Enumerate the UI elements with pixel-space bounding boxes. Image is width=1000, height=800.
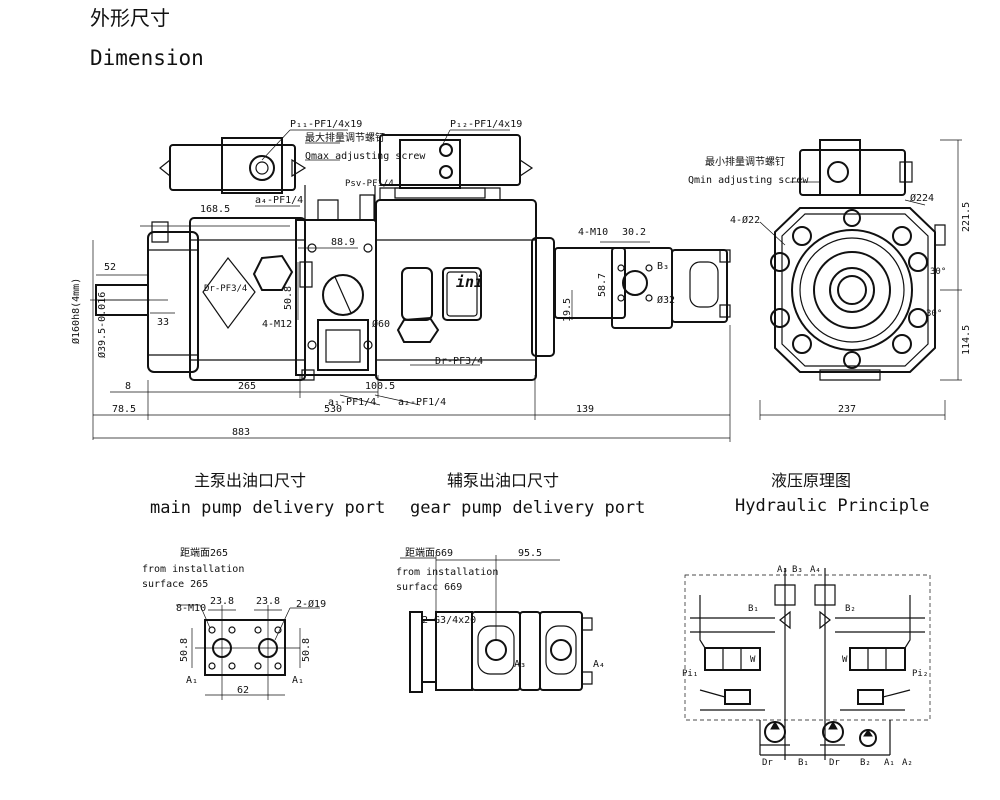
main-view-dimensions xyxy=(90,130,730,442)
gear-port-title-en: gear pump delivery port xyxy=(410,498,646,518)
hyd-label-a4: A₄ xyxy=(810,565,821,575)
hyd-label-dr2: Dr xyxy=(829,758,840,768)
main-port-dist-cn: 距端面265 xyxy=(180,548,229,559)
main-port-a2: A₁ xyxy=(292,675,305,686)
qmin-label-en: Qmin adjusting screw xyxy=(688,175,809,186)
hydraulic-title-cn: 液压原理图 xyxy=(771,471,852,490)
page-title-en: Dimension xyxy=(90,46,204,70)
hydraulic-schematic xyxy=(685,568,930,760)
hyd-label-pi2: Pi₂ xyxy=(912,669,929,679)
gear-port-from1: from installation xyxy=(396,567,499,578)
side-view xyxy=(771,140,945,380)
page-title-cn: 外形尺寸 xyxy=(90,6,170,30)
qmax-label-cn: 最大排量调节螺钉 xyxy=(305,133,385,144)
main-port-from2: surface 265 xyxy=(142,579,209,590)
port-label-psv: Psv-PF1/4 xyxy=(345,179,394,189)
dim-530: 530 xyxy=(324,404,343,415)
side-dim-221: 221.5 xyxy=(961,201,972,232)
port-label-m10: 4-M10 xyxy=(578,227,609,238)
main-port-d62: 62 xyxy=(237,685,250,696)
hyd-label-dr1: Dr xyxy=(762,758,773,768)
hyd-label-b2: B₂ xyxy=(845,604,856,614)
dim-883: 883 xyxy=(232,427,251,438)
hyd-label-b3: B₃ xyxy=(792,565,803,575)
port-label-m12: 4-M12 xyxy=(262,319,293,330)
main-port-title-en: main pump delivery port xyxy=(150,498,386,518)
side-view-dimensions xyxy=(760,140,962,420)
dim-19: 19.5 xyxy=(562,297,573,322)
gear-port-drawing xyxy=(400,555,592,692)
dim-168: 168.5 xyxy=(200,204,231,215)
port-label-phi60: Ø60 xyxy=(372,319,391,330)
dim-50: 50.8 xyxy=(283,285,294,310)
port-label-b3: B₃ xyxy=(657,261,670,272)
side-holes: 4-Ø22 xyxy=(730,215,761,226)
hyd-label-a3: A₃ xyxy=(777,565,788,575)
gear-port-g: 2-G3/4x20 xyxy=(422,615,477,626)
gear-port-title-cn: 辅泵出油口尺寸 xyxy=(447,471,560,490)
hyd-label-b1b: B₁ xyxy=(798,758,809,768)
main-port-a1: A₁ xyxy=(186,675,199,686)
port-label-a1: a₁-PF1/4 xyxy=(328,397,377,408)
gear-port-from2: surfacc 669 xyxy=(396,582,463,593)
hyd-label-a2: A₂ xyxy=(902,758,913,768)
dim-8: 8 xyxy=(125,381,132,392)
dim-139: 139 xyxy=(576,404,595,415)
hyd-label-b2b: B₂ xyxy=(860,758,871,768)
qmin-label-cn: 最小排量调节螺钉 xyxy=(705,157,785,168)
dim-100: 100.5 xyxy=(365,381,396,392)
main-pump-front-view xyxy=(96,135,730,380)
side-phi224: Ø224 xyxy=(910,193,935,204)
port-label-a4: a₄-PF1/4 xyxy=(255,195,304,206)
port-label-p11: P₁₁-PF1/4x19 xyxy=(290,119,363,130)
main-port-d23b: 23.8 xyxy=(256,596,281,607)
side-dim-237: 237 xyxy=(838,404,857,415)
hyd-label-w2: W xyxy=(842,655,848,665)
main-port-d50b: 50.8 xyxy=(301,637,312,662)
main-port-d50a: 50.8 xyxy=(179,637,190,662)
side-angle-a: 30° xyxy=(930,267,947,277)
hyd-label-w1: W xyxy=(750,655,756,665)
hyd-label-b1: B₁ xyxy=(748,604,759,614)
gear-port-a4: A₄ xyxy=(593,659,606,670)
main-port-from1: from installation xyxy=(142,564,245,575)
brand-logo: ini xyxy=(456,273,484,291)
hydraulic-title-en: Hydraulic Principle xyxy=(735,496,930,516)
side-angle-b: 30° xyxy=(926,309,943,319)
gear-port-dist-cn: 距端面669 xyxy=(405,548,454,559)
port-label-dr-left: Dr-PF3/4 xyxy=(204,284,248,294)
dim-265: 265 xyxy=(238,381,257,392)
side-dim-114: 114.5 xyxy=(961,324,972,355)
dim-88: 88.9 xyxy=(331,237,356,248)
port-label-p12: P₁₂-PF1/4x19 xyxy=(450,119,523,130)
qmax-label-en: Qmax adjusting screw xyxy=(305,151,426,162)
dim-78: 78.5 xyxy=(112,404,137,415)
dim-shaft: Ø160h8(4mm) xyxy=(71,277,82,344)
port-label-phi32: Ø32 xyxy=(657,295,676,306)
main-port-holes: 2-Ø19 xyxy=(296,599,327,610)
main-port-d23a: 23.8 xyxy=(210,596,235,607)
port-label-dr-bottom: Dr-PF3/4 xyxy=(435,356,484,367)
dim-33: 33 xyxy=(157,317,170,328)
main-port-title-cn: 主泵出油口尺寸 xyxy=(194,471,307,490)
main-port-drawing xyxy=(176,605,320,700)
port-label-a2: a₂-PF1/4 xyxy=(398,397,447,408)
hyd-label-pi1: Pi₁ xyxy=(682,669,699,679)
dim-58: 58.7 xyxy=(597,272,608,297)
dim-52: 52 xyxy=(104,262,117,273)
dim-phi39: Ø39.5-0.016 xyxy=(97,291,108,358)
hyd-label-a1: A₁ xyxy=(884,758,895,768)
gear-port-a3: A₃ xyxy=(514,659,527,670)
dim-30: 30.2 xyxy=(622,227,647,238)
main-port-bolts: 8-M10 xyxy=(176,603,207,614)
gear-port-d95: 95.5 xyxy=(518,548,543,559)
